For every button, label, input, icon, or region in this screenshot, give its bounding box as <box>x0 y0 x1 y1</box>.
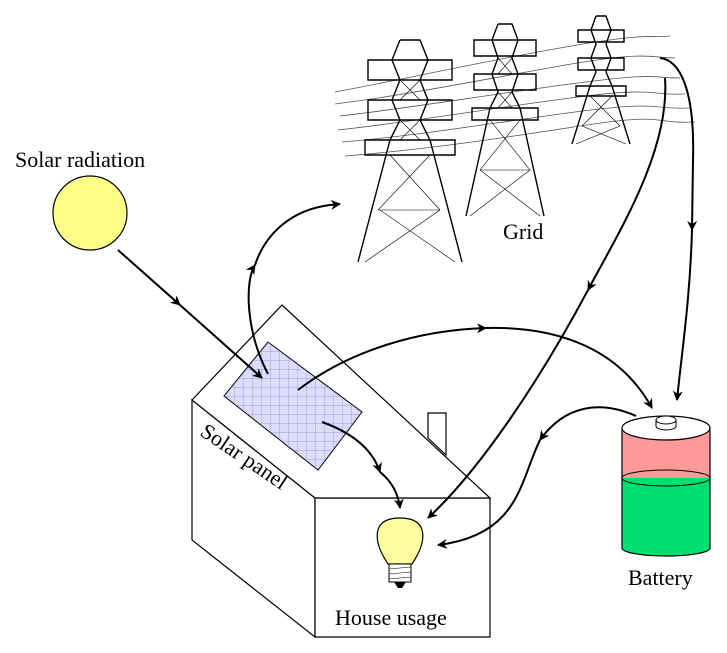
arrow-panel-to-house-mid <box>321 421 382 473</box>
battery-icon <box>621 415 711 557</box>
arrow-grid-to-house-mid <box>587 77 667 291</box>
battery-label: Battery <box>628 565 693 590</box>
house-usage-label: House usage <box>335 605 447 630</box>
arrow-panel-to-grid-up <box>245 264 269 375</box>
arrow-grid-to-battery <box>672 229 693 401</box>
arrow-panel-to-battery <box>485 326 653 409</box>
flow-arrows <box>117 57 698 549</box>
grid-tower-1 <box>357 39 463 263</box>
light-bulb-icon <box>376 517 424 588</box>
arrow-panel-to-house <box>379 471 404 509</box>
arrow-sun-to-panel-head <box>117 249 181 306</box>
sun-icon <box>52 175 128 251</box>
arrow-panel-to-battery-mid <box>297 323 487 391</box>
arrow-grid-to-battery-mid <box>659 57 698 231</box>
grid-label: Grid <box>503 219 544 244</box>
power-lines <box>334 35 696 157</box>
arrow-battery-to-house <box>437 439 541 549</box>
grid-tower-3 <box>571 15 631 145</box>
arrow-sun-to-panel <box>179 304 263 379</box>
arrow-panel-to-grid <box>254 199 341 266</box>
arrow-grid-to-house <box>427 289 589 519</box>
chimney <box>427 412 447 457</box>
solar-radiation-label: Solar radiation <box>15 147 146 172</box>
arrow-battery-to-house-mid <box>539 406 637 441</box>
grid-tower-2 <box>465 23 545 217</box>
